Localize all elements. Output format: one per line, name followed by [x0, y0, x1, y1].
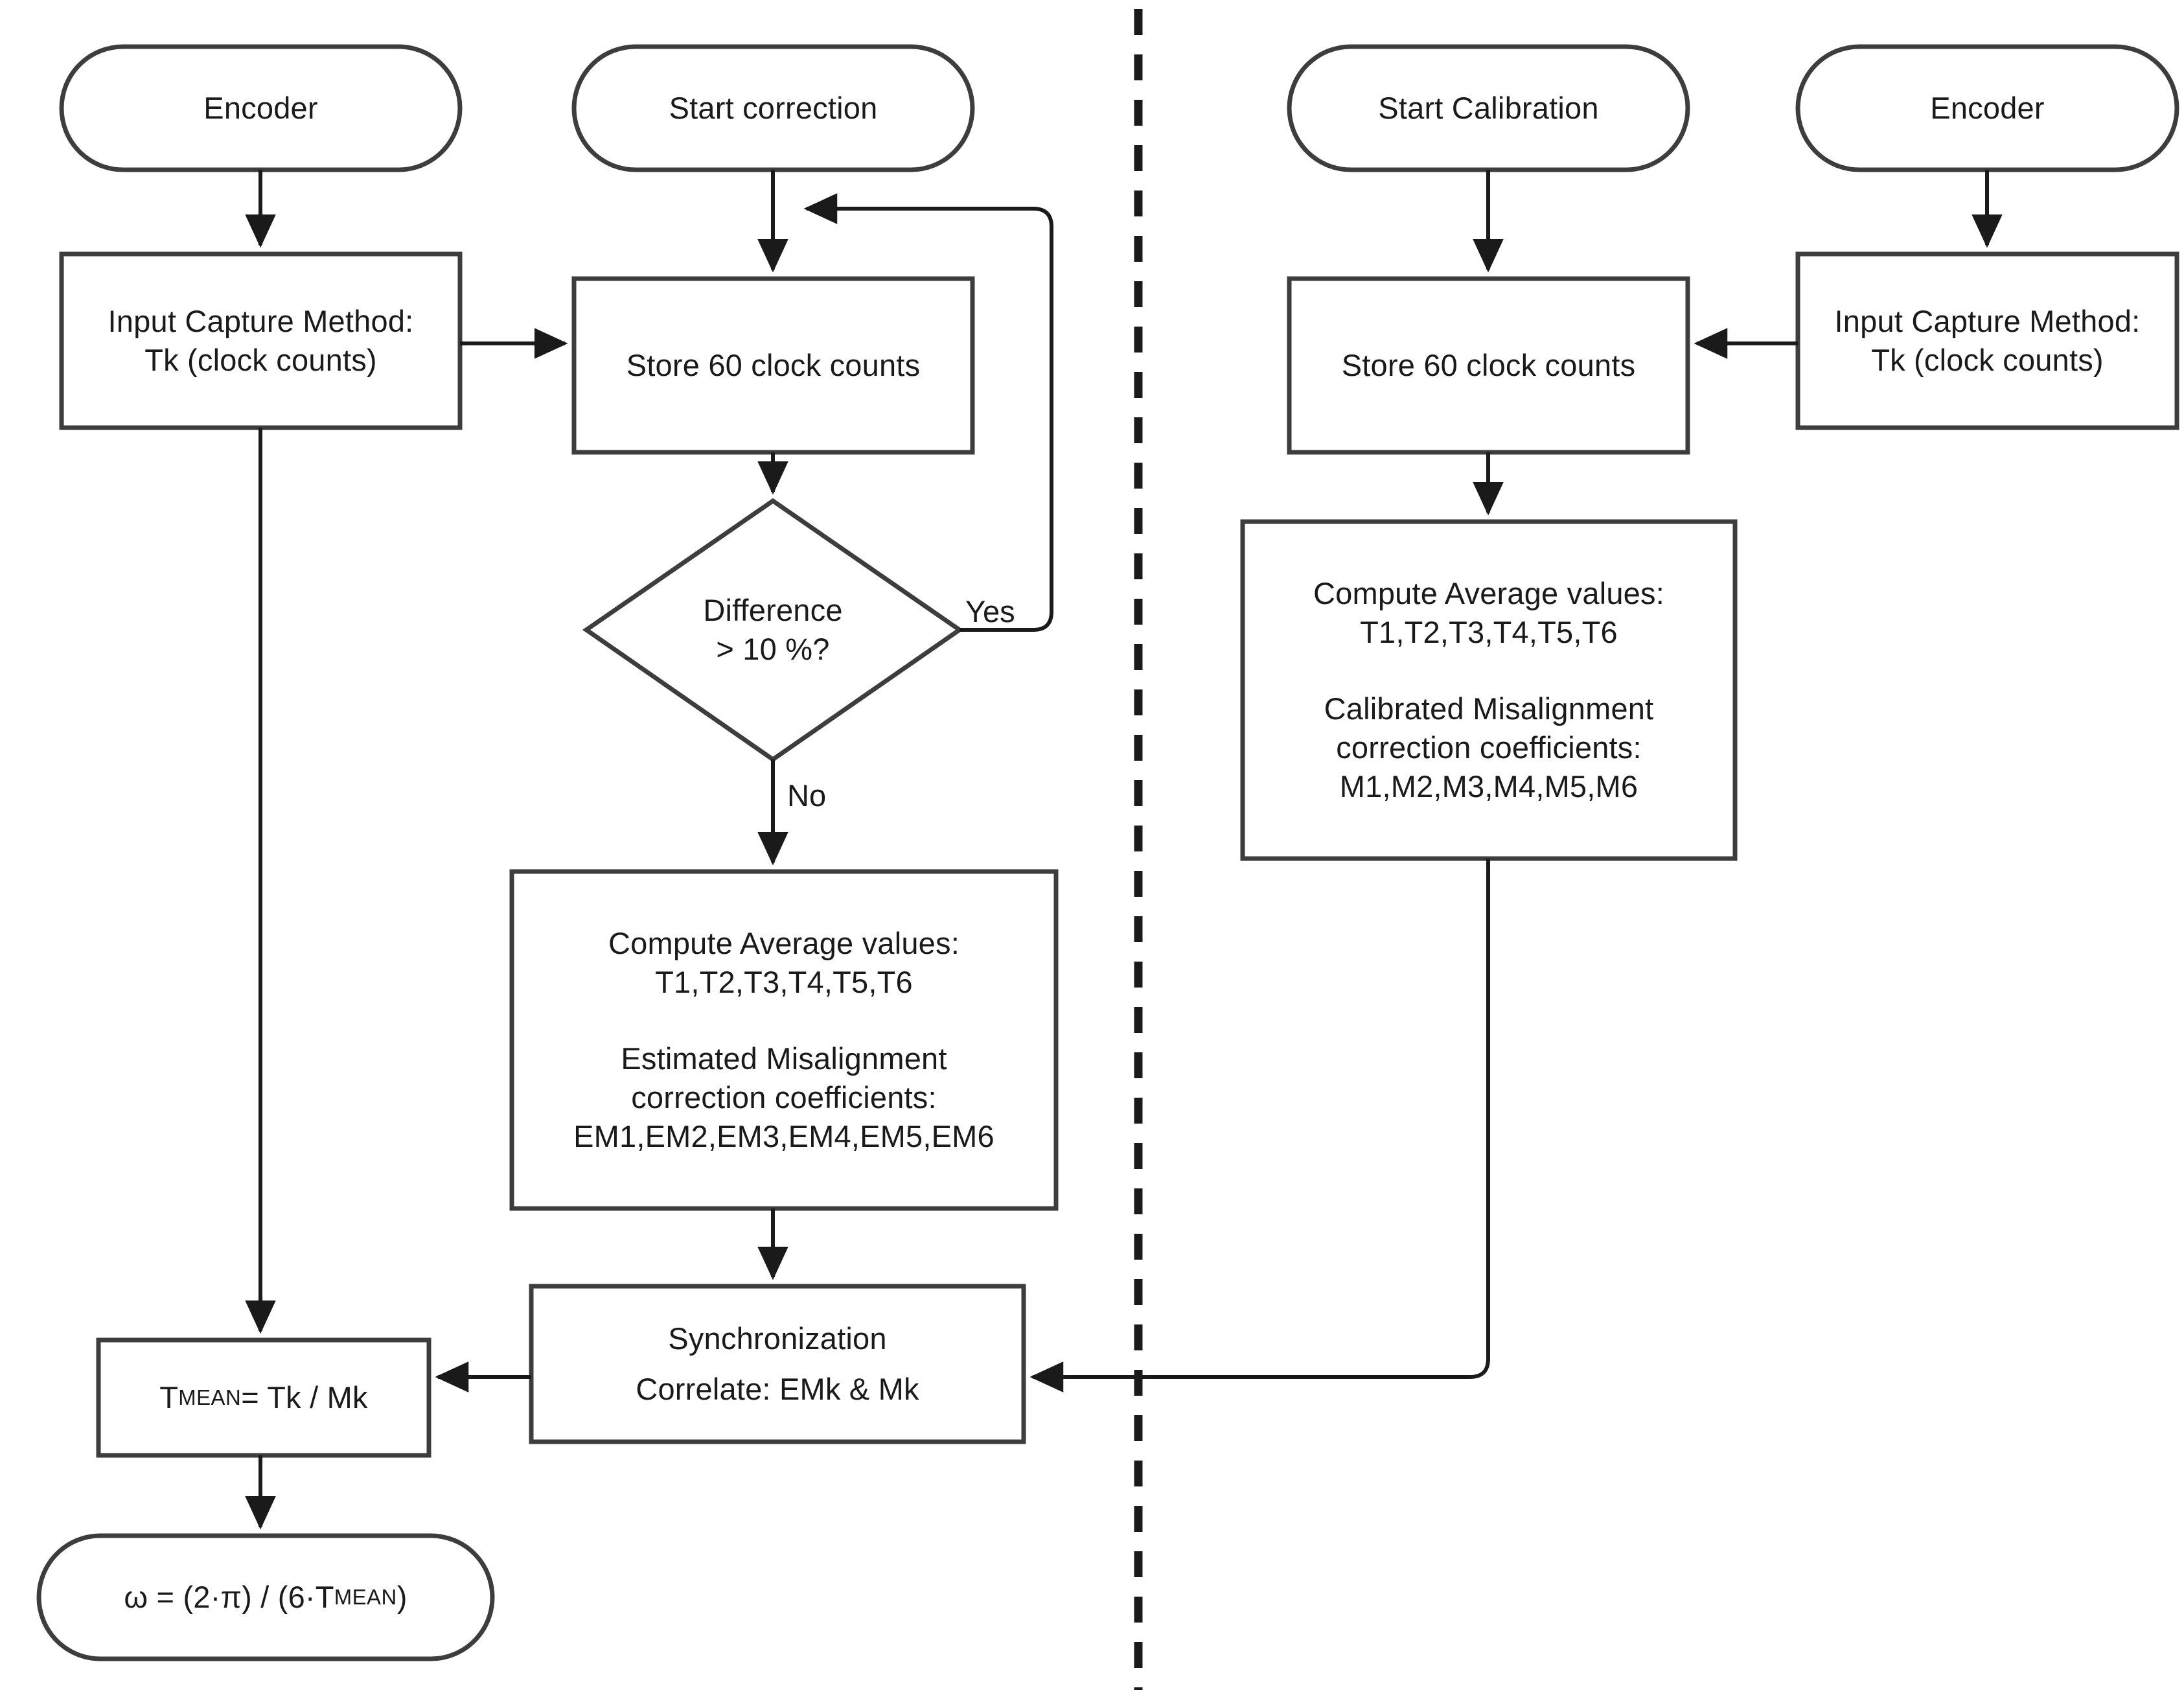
node-synchronization	[529, 1284, 1026, 1444]
edge-decision-yes-loop	[803, 193, 1053, 632]
node-store-counts-left	[571, 276, 975, 455]
edge-label-no: No	[787, 778, 827, 813]
node-start-correction	[571, 44, 975, 172]
node-start-calibration	[1287, 44, 1690, 172]
node-compute-calibrated	[1240, 519, 1738, 861]
node-compute-estimated	[509, 869, 1059, 1211]
node-difference-decision	[582, 498, 964, 763]
node-encoder-left	[59, 44, 463, 172]
node-store-counts-right	[1287, 276, 1690, 455]
node-input-capture-right	[1795, 251, 2179, 430]
node-input-capture-left	[59, 251, 463, 430]
edge-compute-calibrated-to-synchronization	[1029, 859, 1490, 1393]
node-tmean	[96, 1337, 431, 1458]
node-encoder-right	[1795, 44, 2179, 172]
node-omega	[36, 1533, 495, 1661]
edge-label-yes: Yes	[965, 594, 1015, 629]
